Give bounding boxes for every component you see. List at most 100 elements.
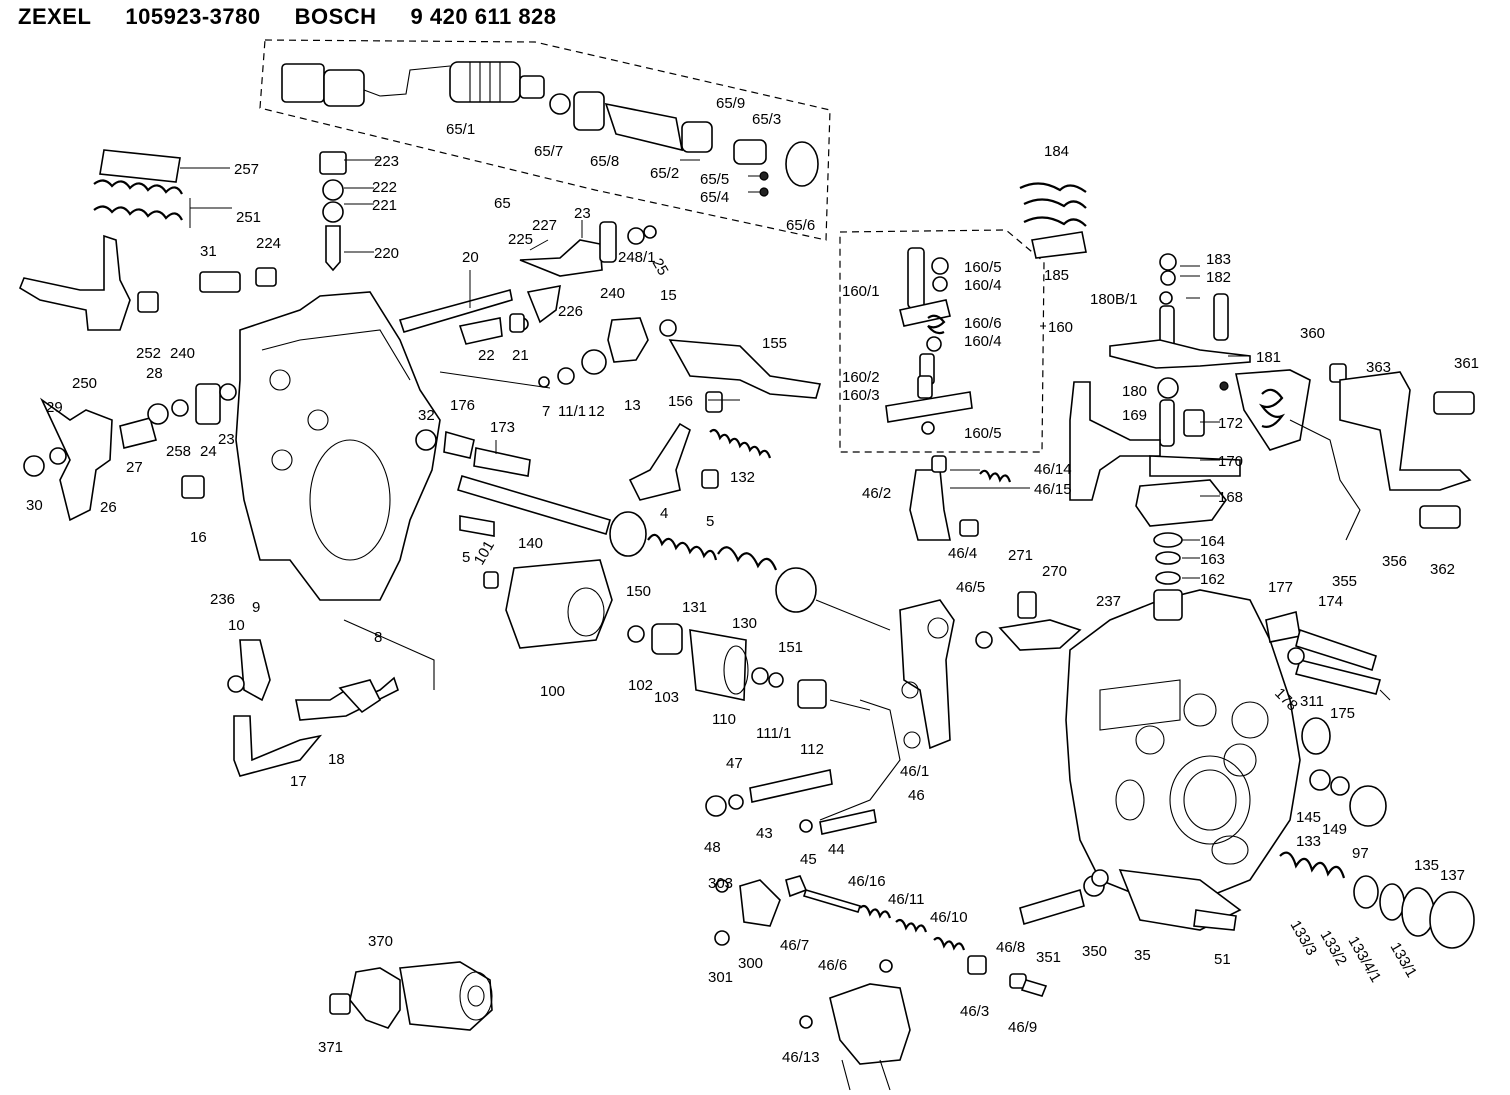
pump-housing-right [1019, 589, 1475, 949]
label-300: 300 [738, 955, 763, 972]
label-51: 51 [1214, 951, 1231, 968]
label-174: 174 [1318, 593, 1343, 610]
label-97: 97 [1352, 845, 1369, 862]
label-46-9: 46/9 [1008, 1019, 1037, 1036]
label-17: 17 [290, 773, 307, 790]
diagram-header: ZEXEL 105923-3780 BOSCH 9 420 611 828 [18, 4, 557, 38]
label-361: 361 [1454, 355, 1479, 372]
label-65-2: 65/2 [650, 165, 679, 182]
label-183: 183 [1206, 251, 1231, 268]
label-4: 4 [660, 505, 668, 522]
label-160-1: 160/1 [842, 283, 880, 300]
label-130: 130 [732, 615, 757, 632]
label-20: 20 [462, 249, 479, 266]
label-65-3: 65/3 [752, 111, 781, 128]
label-23b: 23 [218, 431, 235, 448]
label-240b: 240 [170, 345, 195, 362]
label-151: 151 [778, 639, 803, 656]
label-7: 7 [542, 403, 550, 420]
label-103: 103 [654, 689, 679, 706]
label-46-1: 46/1 [900, 763, 929, 780]
label-65-8: 65/8 [590, 153, 619, 170]
label-46-2: 46/2 [862, 485, 891, 502]
brand-bosch: BOSCH [294, 4, 377, 29]
label-100: 100 [540, 683, 565, 700]
label-250: 250 [72, 375, 97, 392]
label-46: 46 [908, 787, 925, 804]
label-362: 362 [1430, 561, 1455, 578]
label-46-7: 46/7 [780, 937, 809, 954]
solenoid-group-65 [259, 39, 831, 241]
label-24: 24 [200, 443, 217, 460]
label-5a: 5 [706, 513, 714, 530]
label-23a: 23 [574, 205, 591, 222]
label-177: 177 [1268, 579, 1293, 596]
label-25: 25 [649, 256, 672, 279]
label-350: 350 [1082, 943, 1107, 960]
label-257: 257 [234, 161, 259, 178]
label-132: 132 [730, 469, 755, 486]
label-236: 236 [210, 591, 235, 608]
label-220: 220 [374, 245, 399, 262]
label-65-4: 65/4 [700, 189, 729, 206]
label-149: 149 [1322, 821, 1347, 838]
label-131: 131 [682, 599, 707, 616]
label-46-6: 46/6 [818, 957, 847, 974]
label-160-3: 160/3 [842, 387, 880, 404]
label-180b-1: 180B/1 [1090, 291, 1138, 308]
bosch-part-number: 9 420 611 828 [410, 4, 557, 29]
label-65-6: 65/6 [786, 217, 815, 234]
label-303: 303 [708, 875, 733, 892]
label-170: 170 [1218, 453, 1243, 470]
label-160-6: 160/6 [964, 315, 1002, 332]
label-43: 43 [756, 825, 773, 842]
label-45: 45 [800, 851, 817, 868]
label-181: 181 [1256, 349, 1281, 366]
label-8: 8 [374, 629, 382, 646]
label-13: 13 [624, 397, 641, 414]
label-29: 29 [46, 399, 63, 416]
label-133-2: 133/2 [1317, 928, 1350, 969]
label-160-4b: 160/4 [964, 333, 1002, 350]
label-360: 360 [1300, 325, 1325, 342]
label-26: 26 [100, 499, 117, 516]
label-237: 237 [1096, 593, 1121, 610]
brand-zexel: ZEXEL [18, 4, 92, 29]
label-222: 222 [372, 179, 397, 196]
label-173: 173 [490, 419, 515, 436]
label-133-1: 133/1 [1387, 940, 1420, 981]
label-363: 363 [1366, 359, 1391, 376]
label-111-1: 111/1 [756, 725, 791, 742]
label-102: 102 [628, 677, 653, 694]
label-110: 110 [712, 711, 736, 728]
label-227: 227 [532, 217, 557, 234]
label-252: 252 [136, 345, 161, 362]
center-parts [415, 313, 827, 709]
label-112: 112 [800, 741, 824, 758]
label-32: 32 [418, 407, 435, 424]
governor-lever-46 [705, 455, 1082, 835]
label-11-1: 11/1 [558, 403, 586, 420]
label-137: 137 [1440, 867, 1465, 884]
label-133-3: 133/3 [1287, 918, 1320, 959]
label-28: 28 [146, 365, 163, 382]
label-46-8: 46/8 [996, 939, 1025, 956]
label-65-1: 65/1 [446, 121, 475, 138]
label-301: 301 [708, 969, 733, 986]
label-160: 160 [1048, 319, 1073, 336]
label-46-10: 46/10 [930, 909, 968, 926]
label-223: 223 [374, 153, 399, 170]
label-240: 240 [600, 285, 625, 302]
label-168: 168 [1218, 489, 1243, 506]
label-65: 65 [494, 195, 511, 212]
label-150: 150 [626, 583, 651, 600]
label-46-4: 46/4 [948, 545, 977, 562]
label-46-13: 46/13 [782, 1049, 820, 1066]
label-185: 185 [1044, 267, 1069, 284]
label-351: 351 [1036, 949, 1061, 966]
label-356: 356 [1382, 553, 1407, 570]
label-46-16: 46/16 [848, 873, 886, 890]
label-145: 145 [1296, 809, 1321, 826]
label-46-11: 46/11 [888, 891, 924, 908]
